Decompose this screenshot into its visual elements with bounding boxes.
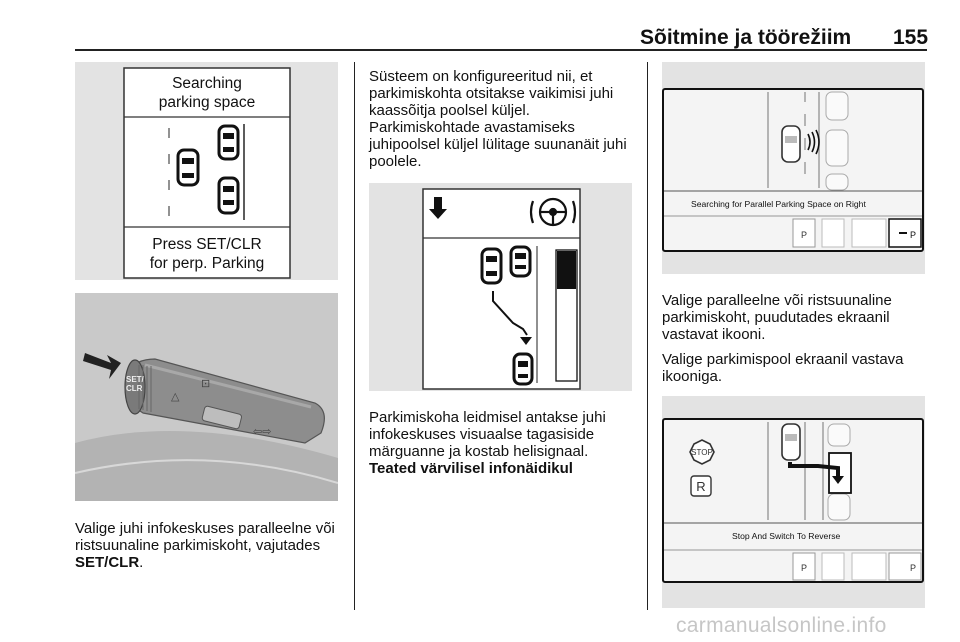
stalk-light-symbol: ⊡ <box>201 378 210 390</box>
colour-display-reverse-figure: STOP R Stop And Switch To Reverse P P <box>662 396 925 608</box>
display-status-text: Searching for Parallel Parking Space on … <box>691 199 866 209</box>
display-status-text: Stop And Switch To Reverse <box>732 531 840 541</box>
feedback-paragraph: Parkimiskoha leidmisel antakse juhi info… <box>369 409 606 460</box>
select-type-paragraph: Valige paralleelne või ristsuunaline par… <box>662 292 892 343</box>
reverse-path <box>788 462 840 476</box>
page-header-title: Sõitmine ja töörežiim <box>640 26 852 49</box>
reverse-label: R <box>696 479 705 494</box>
arrow-icon <box>83 353 121 379</box>
stalk-caption: Valige juhi infokeskuses paralleelne või… <box>75 520 335 571</box>
watermark: carmanualsonline.info <box>676 614 887 637</box>
stalk-warning-symbol: △ <box>171 391 180 403</box>
car-icon <box>509 245 532 278</box>
display-title-line1: Searching <box>172 75 242 92</box>
arrow-head-icon <box>520 337 532 345</box>
sensor-waves-icon <box>807 129 820 155</box>
searching-parking-figure: Searching parking space Press SET/CLR fo… <box>75 62 338 280</box>
parallel-mode-label: P <box>801 230 807 240</box>
stalk <box>124 358 325 444</box>
right-side-label: P <box>910 563 916 573</box>
turn-signal-stalk-figure: SET/ CLR △ ⊡ ⇦⇨ <box>75 293 338 501</box>
reverse-gear-icon <box>690 475 712 497</box>
car-icon <box>217 124 240 161</box>
car-icon <box>217 176 240 215</box>
display-footer-line2: for perp. Parking <box>150 255 265 272</box>
configuration-paragraph: Süsteem on konfigureeritud nii, et parki… <box>369 68 627 170</box>
column-divider <box>354 62 355 610</box>
stop-label: STOP <box>691 448 713 457</box>
stalk-set-label: SET/ <box>126 375 145 384</box>
colour-display-search-figure: Searching for Parallel Parking Space on … <box>662 62 925 274</box>
car-icon <box>480 247 503 285</box>
header-rule <box>75 49 927 51</box>
display-footer-line1: Press SET/CLR <box>152 236 261 253</box>
page-number: 155 <box>893 26 929 49</box>
parking-guidance-figure <box>369 183 632 391</box>
parking-mode-buttons <box>792 552 922 581</box>
stop-sign-icon <box>689 439 715 465</box>
car-icon <box>512 352 534 386</box>
select-side-paragraph: Valige parkimispool ekraanil vastava iko… <box>662 351 904 385</box>
distance-gauge-fill <box>557 251 576 289</box>
parallel-mode-label: P <box>801 563 807 573</box>
car-icon <box>781 423 801 461</box>
stalk-clr-label: CLR <box>126 384 143 393</box>
car-icon <box>176 148 200 187</box>
stalk-arrows-symbol: ⇦⇨ <box>253 426 271 438</box>
parking-mode-buttons <box>792 218 887 248</box>
display-title-line2: parking space <box>159 94 256 111</box>
column-divider <box>647 62 648 610</box>
lane-markings <box>767 422 824 520</box>
section-subheading: Teated värvilisel infonäidikul <box>369 460 573 477</box>
right-side-label: P <box>910 230 916 240</box>
car-icon <box>781 125 801 163</box>
arrow-down-icon <box>429 197 447 219</box>
arrow-head-icon <box>832 476 844 484</box>
steering-wheel-icon <box>529 197 577 227</box>
maneuver-path <box>492 291 528 336</box>
